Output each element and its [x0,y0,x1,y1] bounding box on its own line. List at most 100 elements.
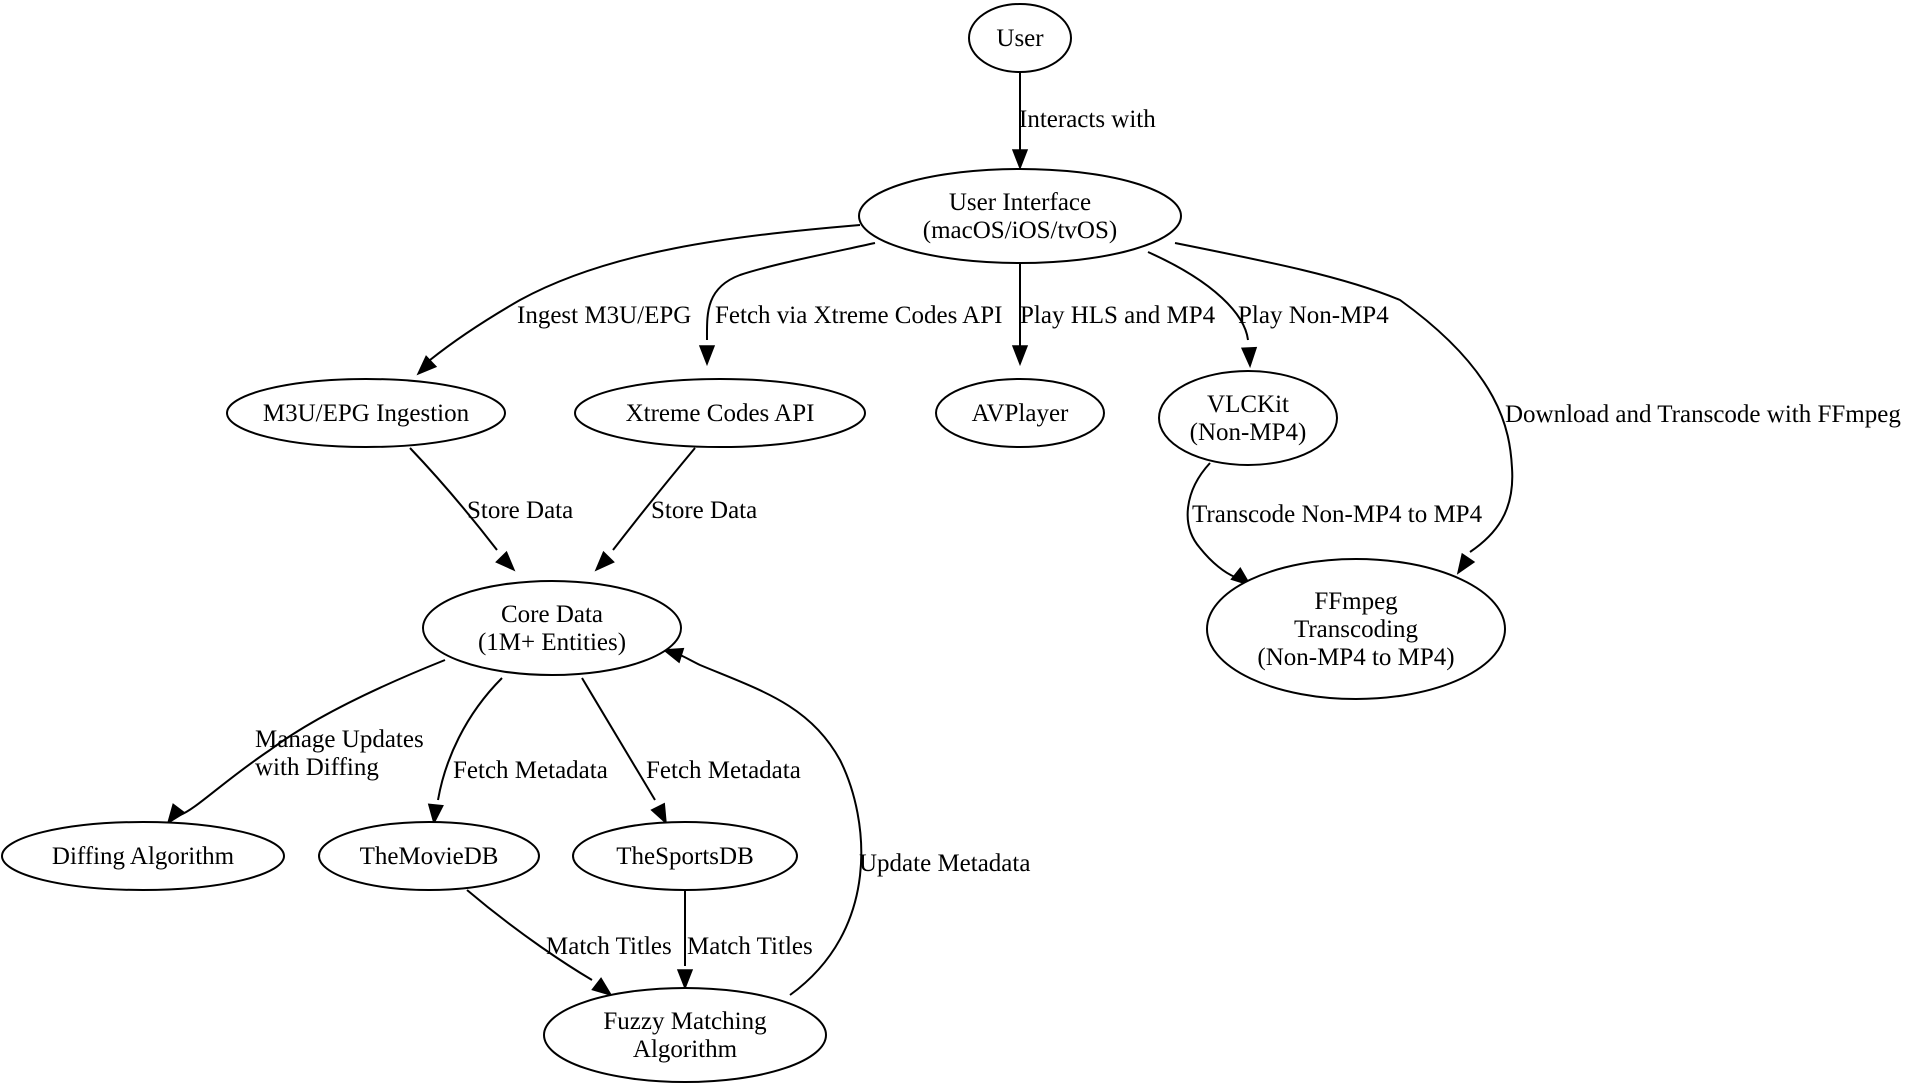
node-ellipse [1158,370,1338,466]
arrowhead-icon [1456,552,1476,575]
edge-label: Store Data [467,497,573,524]
node-label: (Non-MP4) [1190,419,1307,446]
node-label: Transcoding [1294,616,1419,643]
edge-line [1147,251,1249,341]
edge-vlckit-ffmpeg: Transcode Non-MP4 to MP4 [1186,462,1483,587]
edge-line [679,654,863,996]
node-ellipse [422,580,682,676]
edge-line [581,677,656,801]
arrowhead-icon [495,550,516,572]
node-label: VLCKit [1207,391,1289,418]
node-label: TheMovieDB [360,843,499,870]
node-moviedb: TheMovieDB [318,821,540,891]
node-avplayer: AVPlayer [935,378,1105,448]
node-ellipse [858,168,1182,264]
edge-label: Fetch via Xtreme Codes API [715,302,1002,329]
arrowhead-icon [427,803,444,826]
edge-m3u-coredata: Store Data [409,447,573,572]
edge-label: Transcode Non-MP4 to MP4 [1192,501,1483,528]
node-label: (Non-MP4 to MP4) [1257,644,1454,671]
edge-label: Store Data [651,497,757,524]
node-user: User [968,3,1072,73]
edge-label: Play Non-MP4 [1238,302,1389,329]
arrowhead-icon [662,647,685,664]
edge-label: Fetch Metadata [453,757,608,784]
node-ellipse [968,3,1072,73]
edge-label: Match Titles [687,933,813,960]
node-ellipse [574,378,866,448]
node-label: FFmpeg [1314,588,1398,615]
edge-label: Manage Updates [255,726,424,753]
node-label: M3U/EPG Ingestion [263,400,470,427]
arrowhead-icon [416,355,438,376]
edge-label: with Diffing [255,754,379,781]
edge-coredata-sportsdb: Fetch Metadata [581,677,801,825]
edge-line [409,447,498,551]
node-ellipse [318,821,540,891]
node-coredata: Core Data(1M+ Entities) [422,580,682,676]
edge-line [437,677,503,801]
node-label: Xtreme Codes API [626,400,815,427]
edge-xtreme-coredata: Store Data [594,447,757,572]
node-label: Algorithm [633,1036,738,1063]
node-m3u: M3U/EPG Ingestion [226,378,506,448]
edge-ui-avplayer: Play HLS and MP4 [1011,263,1216,367]
edge-line [179,659,446,816]
arrowhead-icon [698,345,716,367]
edge-ui-ffmpeg: Download and Transcode with FFmpeg [1174,242,1901,575]
arrowhead-icon [1011,149,1029,171]
edge-line [466,889,593,981]
node-label: Diffing Algorithm [52,843,235,870]
node-ellipse [1206,558,1506,700]
arrowhead-icon [591,977,613,997]
node-vlckit: VLCKit(Non-MP4) [1158,370,1338,466]
edge-user-ui: Interacts with [1011,72,1156,171]
arrowhead-icon [1230,566,1252,587]
edge-fuzzy-coredata: Update Metadata [662,647,1030,996]
edge-ui-m3u: Ingest M3U/EPG [416,224,861,376]
node-label: AVPlayer [972,400,1069,427]
node-ellipse [1,821,285,891]
edge-ui-xtreme: Fetch via Xtreme Codes API [698,242,1002,367]
node-label: Core Data [501,601,603,628]
edge-label: Ingest M3U/EPG [517,302,691,329]
edge-moviedb-fuzzy: Match Titles [466,889,672,997]
node-label: User Interface [949,189,1091,216]
arrowhead-icon [166,803,186,825]
node-ui: User Interface(macOS/iOS/tvOS) [858,168,1182,264]
arrowhead-icon [594,550,615,572]
node-label: TheSportsDB [616,843,754,870]
edge-label: Play HLS and MP4 [1020,302,1216,329]
arrowhead-icon [676,969,694,991]
node-ellipse [543,987,827,1083]
edge-line [429,224,861,361]
edge-label: Interacts with [1019,106,1156,133]
edge-line [1186,462,1236,578]
edge-label: Update Metadata [859,850,1030,877]
arrowhead-icon [650,802,667,825]
edge-line [1174,242,1514,553]
edge-line [705,242,876,341]
node-sportsdb: TheSportsDB [572,821,798,891]
node-label: (macOS/iOS/tvOS) [923,217,1117,244]
node-diffing: Diffing Algorithm [1,821,285,891]
node-label: User [996,25,1044,52]
node-label: (1M+ Entities) [478,629,626,656]
arrowhead-icon [1011,345,1029,367]
edge-ui-vlckit: Play Non-MP4 [1147,251,1389,369]
node-xtreme: Xtreme Codes API [574,378,866,448]
edge-sportsdb-fuzzy: Match Titles [676,890,813,991]
edge-label: Fetch Metadata [646,757,801,784]
node-ellipse [935,378,1105,448]
edge-line [612,447,696,551]
node-label: Fuzzy Matching [603,1008,767,1035]
edge-label: Match Titles [546,933,672,960]
node-ellipse [572,821,798,891]
arrowhead-icon [1240,346,1258,369]
